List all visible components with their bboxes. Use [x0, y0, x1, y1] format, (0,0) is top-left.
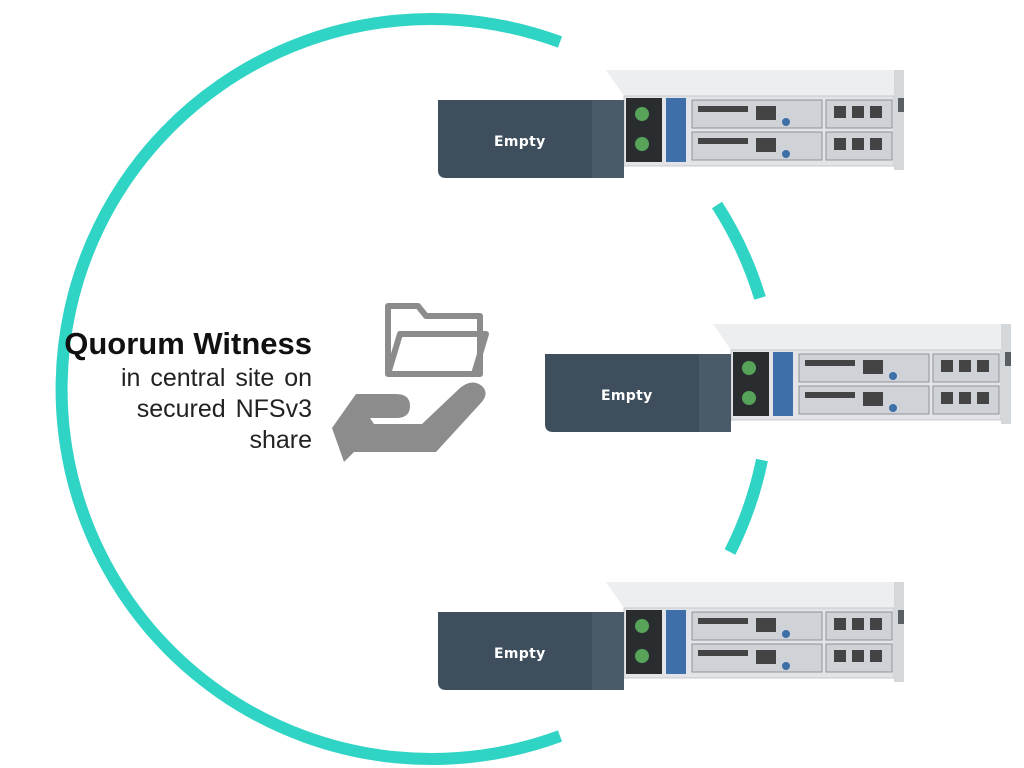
ring-arc-upper-right [711, 201, 766, 300]
server-bottom-bay-label: Empty [494, 646, 546, 662]
folder-share-hand-icon [330, 296, 500, 471]
server-top-bay-label: Empty [494, 134, 546, 150]
ring-arc-main [55, 13, 563, 765]
witness-text-block: Quorum Witness in central site on secure… [0, 325, 312, 456]
server-top: Empty [436, 70, 912, 180]
witness-description-line-3: share [249, 426, 312, 454]
witness-description-line-1: in central site on [120, 364, 312, 392]
witness-description-line-2: secured NFSv3 [136, 395, 312, 423]
server-bottom: Empty [436, 582, 912, 692]
witness-description: in central site on secured NFSv3 share [0, 363, 312, 456]
server-middle: Empty [543, 324, 1019, 434]
server-middle-bay-label: Empty [601, 388, 653, 404]
ring-arc-lower-right [724, 458, 768, 555]
witness-title: Quorum Witness [64, 326, 312, 361]
